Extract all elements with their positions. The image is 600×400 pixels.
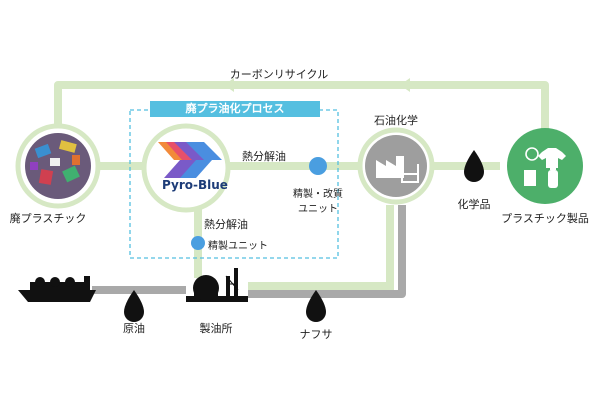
- waste-plastic-node: [15, 123, 101, 209]
- pyro-blue-label: Pyro-Blue: [162, 178, 228, 192]
- pyro-blue-node: [141, 123, 231, 213]
- bottle-icon: [548, 166, 558, 188]
- plastic-products-node: [507, 128, 583, 204]
- refining-unit-top-label: 精製・改質 ユニット: [293, 189, 343, 215]
- chemicals-label: 化学品: [457, 198, 491, 211]
- process-box-title: 廃プラ油化プロセス: [150, 101, 320, 117]
- factory-icon: [376, 156, 404, 178]
- tshirt-icon: [538, 148, 566, 168]
- petrochem-label: 石油化学: [374, 114, 418, 127]
- ship-icon: [18, 276, 96, 302]
- refining-unit-dot-top: [309, 157, 327, 175]
- petrochem-node: [357, 127, 435, 205]
- oil-drop-icon: [124, 150, 484, 322]
- carbon-recycle-label: カーボンリサイクル: [229, 68, 329, 81]
- process-box: [129, 109, 339, 259]
- refinery-label: 製油所: [199, 322, 233, 335]
- naphtha-label: ナフサ: [299, 328, 333, 341]
- waste-plastic-label: 廃プラスチック: [9, 212, 87, 225]
- crude-label: 原油: [123, 322, 145, 335]
- beaker-icon: [401, 164, 419, 183]
- carbon-recycle-loop: [54, 81, 549, 162]
- loop-arrow-left: [224, 78, 234, 92]
- pyrolysis-oil-top-label: 熱分解油: [242, 150, 286, 163]
- loop-arrow-right: [400, 78, 410, 92]
- refining-unit-lower-label: 精製ユニット: [208, 241, 268, 252]
- refinery-icon: [186, 268, 248, 302]
- plastic-products-label: プラスチック製品: [501, 212, 589, 225]
- pyrolysis-oil-lower-label: 熱分解油: [204, 218, 248, 231]
- fossil-flow-line: [92, 205, 406, 298]
- refining-unit-dot-lower: [191, 236, 205, 250]
